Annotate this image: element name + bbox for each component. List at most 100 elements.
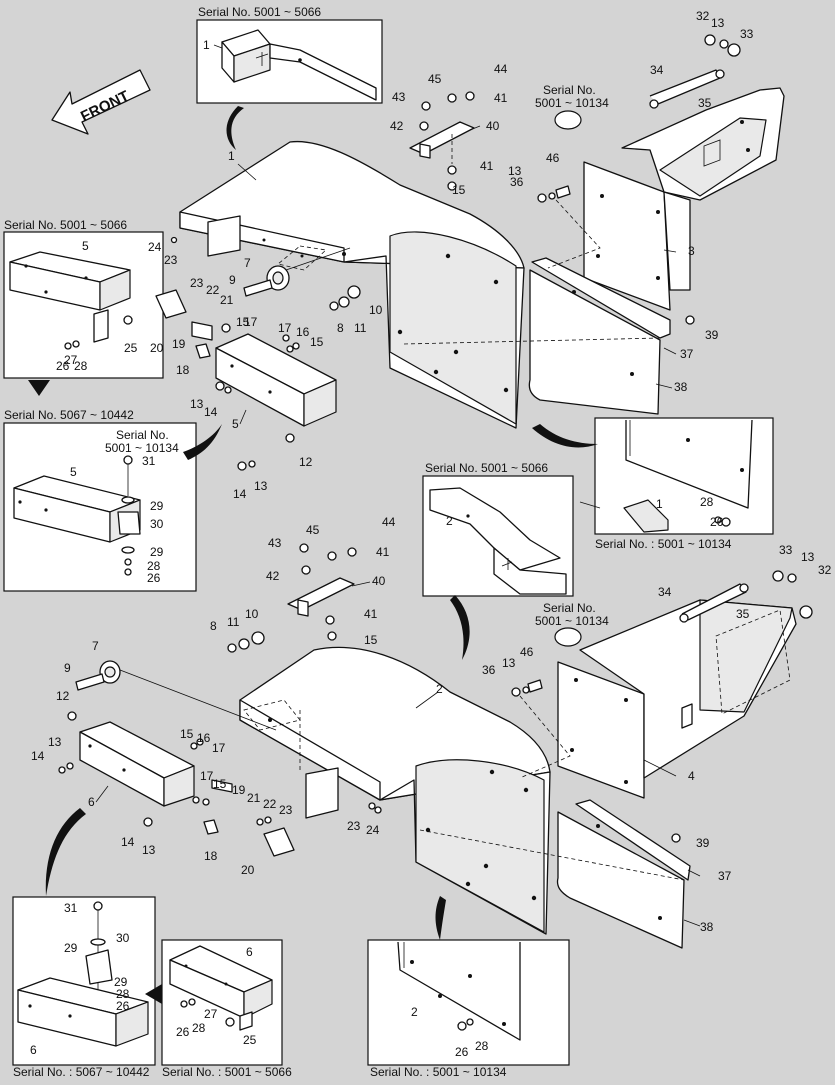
inset-top-content bbox=[221, 29, 377, 101]
callout: 14 bbox=[204, 405, 218, 419]
callout: 12 bbox=[299, 455, 313, 469]
callout: 26 bbox=[455, 1045, 469, 1059]
callout: 37 bbox=[718, 869, 732, 883]
callout: 23 bbox=[347, 819, 361, 833]
callout: 13 bbox=[711, 16, 725, 30]
callout: 13 bbox=[48, 735, 62, 749]
callout: 18 bbox=[204, 849, 218, 863]
callout: 35 bbox=[698, 96, 712, 110]
bracket-part-4 bbox=[557, 570, 813, 799]
serial-note-circle-top bbox=[554, 110, 582, 130]
serial-title-mid: Serial No. 5001 ~ 5066 bbox=[425, 461, 548, 475]
callout: 43 bbox=[268, 536, 282, 550]
fender-part-1 bbox=[179, 140, 525, 429]
callout: 28 bbox=[700, 495, 714, 509]
callout: 13 bbox=[142, 843, 156, 857]
callout: 2 bbox=[436, 682, 443, 696]
callout: 4 bbox=[688, 769, 695, 783]
hardware-group-8-10-11 bbox=[329, 285, 361, 311]
callout: 15 bbox=[213, 777, 227, 791]
callout: 2 bbox=[411, 1005, 418, 1019]
callout: 15 bbox=[180, 727, 194, 741]
callout: 14 bbox=[121, 835, 135, 849]
callout: 13 bbox=[502, 656, 516, 670]
upper-leader-lines bbox=[277, 134, 661, 345]
callout: 13 bbox=[254, 479, 268, 493]
callout: 11 bbox=[227, 615, 240, 629]
callout: 40 bbox=[372, 574, 386, 588]
callout: 35 bbox=[736, 607, 750, 621]
callout: 17 bbox=[244, 315, 258, 329]
callout: 3 bbox=[688, 244, 695, 258]
callout: 26 bbox=[176, 1025, 190, 1039]
callout: 5 bbox=[82, 239, 89, 253]
bracket-part-3 bbox=[583, 34, 785, 311]
serial-title-32-bot-1: Serial No. bbox=[543, 601, 596, 615]
inset-mid-content bbox=[429, 487, 567, 595]
front-arrow: FRONT bbox=[51, 69, 151, 135]
callout: 9 bbox=[229, 273, 236, 287]
hardware-group-lower-misc bbox=[243, 679, 685, 881]
inset-left-b-content bbox=[13, 455, 141, 576]
callout: 6 bbox=[246, 945, 253, 959]
callout: 17 bbox=[278, 321, 292, 335]
inset-left-a-content bbox=[9, 251, 133, 350]
roller-part-7 bbox=[243, 247, 351, 297]
callout: 17 bbox=[212, 741, 226, 755]
callout: 8 bbox=[337, 321, 344, 335]
callout: 16 bbox=[197, 731, 211, 745]
serial-title-right-a: Serial No. : 5001 ~ 10134 bbox=[595, 537, 732, 551]
hardware-group-upper-misc bbox=[170, 185, 571, 353]
callout: 34 bbox=[658, 585, 672, 599]
callout: 23 bbox=[190, 276, 204, 290]
callout: 1 bbox=[656, 497, 663, 511]
callout: 45 bbox=[428, 72, 442, 86]
callout: 18 bbox=[176, 363, 190, 377]
callout: 5 bbox=[232, 417, 239, 431]
callout: 23 bbox=[164, 253, 178, 267]
callout: 26 bbox=[147, 571, 161, 585]
serial-title-bottom-a: Serial No. : 5067 ~ 10442 bbox=[13, 1065, 150, 1079]
mud-flap-part-38-lower bbox=[556, 799, 691, 949]
callout: 14 bbox=[233, 487, 247, 501]
callout: 46 bbox=[520, 645, 534, 659]
callout: 42 bbox=[390, 119, 404, 133]
serial-titles: Serial No. 5001 ~ 5066 Serial No. 5001 ~… bbox=[4, 5, 732, 1079]
callout: 7 bbox=[244, 256, 251, 270]
callout: 1 bbox=[228, 149, 235, 163]
callout: 24 bbox=[366, 823, 380, 837]
callout: 29 bbox=[150, 545, 164, 559]
callout: 12 bbox=[56, 689, 70, 703]
serial-title-left-b: Serial No. 5067 ~ 10442 bbox=[4, 408, 134, 422]
callout: 41 bbox=[494, 91, 508, 105]
callout: 38 bbox=[700, 920, 714, 934]
sweep-arrows bbox=[28, 106, 598, 1004]
callout: 28 bbox=[74, 359, 88, 373]
callout: 21 bbox=[220, 293, 234, 307]
fender-part-2 bbox=[239, 646, 551, 935]
callout: 20 bbox=[150, 341, 164, 355]
callout: 27 bbox=[64, 353, 78, 367]
mount-arm-part-5 bbox=[155, 289, 337, 471]
serial-title-left-a: Serial No. 5001 ~ 5066 bbox=[4, 218, 127, 232]
callout: 46 bbox=[546, 151, 560, 165]
callout: 8 bbox=[210, 619, 217, 633]
callout: 31 bbox=[142, 454, 156, 468]
callout: 33 bbox=[740, 27, 754, 41]
callout: 32 bbox=[818, 563, 832, 577]
callout: 26 bbox=[116, 999, 130, 1013]
callout: 10 bbox=[369, 303, 383, 317]
callout: 25 bbox=[124, 341, 138, 355]
callout: 15 bbox=[364, 633, 378, 647]
callout: 25 bbox=[243, 1033, 257, 1047]
callout: 41 bbox=[480, 159, 494, 173]
latch-part-40-lower bbox=[287, 543, 357, 641]
callout: 33 bbox=[779, 543, 793, 557]
inset-bottom-c-content bbox=[397, 941, 521, 1041]
roller-part-7-lower bbox=[75, 660, 277, 731]
left-triangle-icon bbox=[145, 984, 162, 1004]
mount-arm-part-6 bbox=[58, 711, 382, 857]
callout: 32 bbox=[696, 9, 710, 23]
callout: 22 bbox=[263, 797, 277, 811]
